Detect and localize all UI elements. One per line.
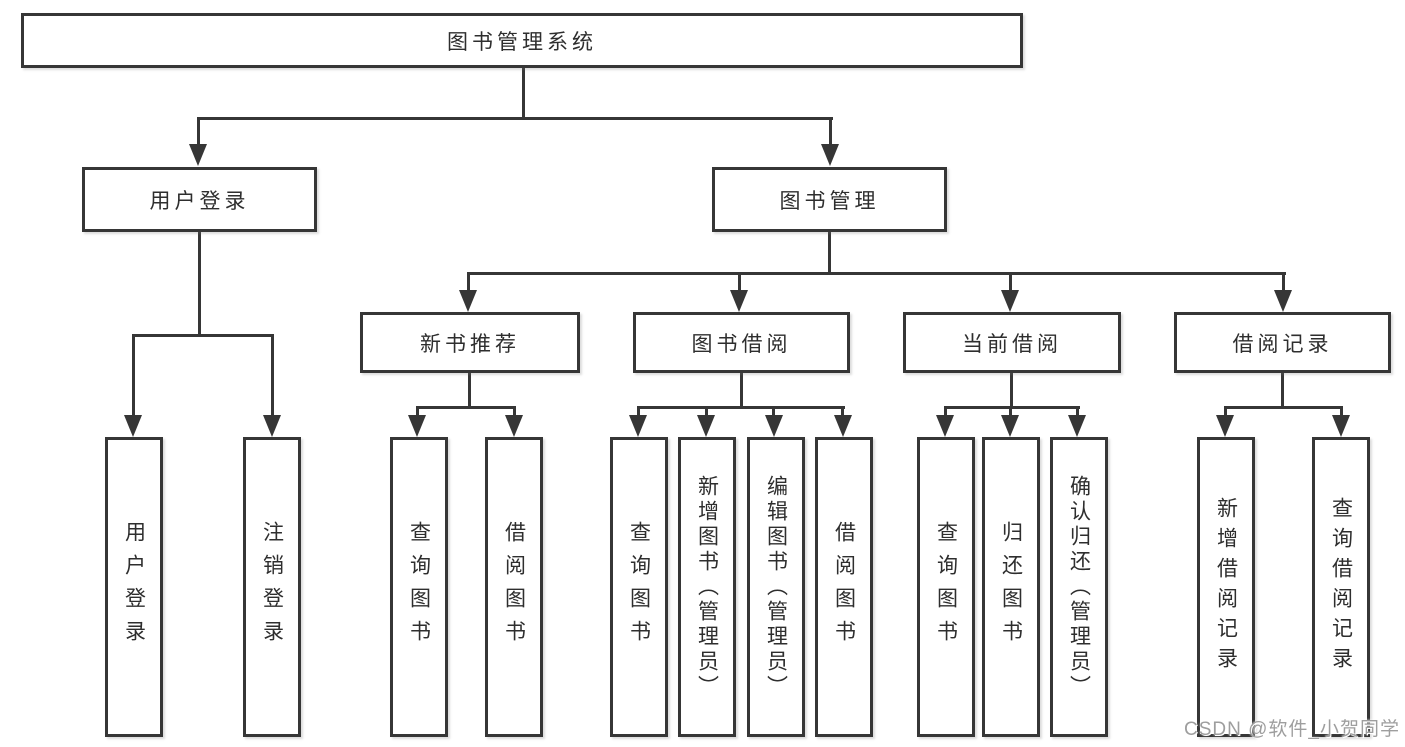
node-label: 用户登录 bbox=[149, 189, 250, 213]
connector-line bbox=[416, 406, 516, 409]
leaf-box-edit-books-admin: 编辑图书（管理员） bbox=[747, 437, 805, 737]
leaf-label: 新增借阅记录 bbox=[1214, 497, 1238, 677]
connector-line bbox=[416, 406, 419, 418]
connector-line bbox=[132, 334, 135, 416]
connector-line bbox=[467, 272, 1286, 275]
connector-line bbox=[637, 406, 640, 418]
arrowhead-down-icon bbox=[730, 290, 748, 312]
connector-line bbox=[198, 232, 201, 336]
connector-line bbox=[1010, 373, 1013, 409]
leaf-box-add-borrow-record: 新增借阅记录 bbox=[1197, 437, 1255, 737]
arrowhead-down-icon bbox=[1274, 290, 1292, 312]
connector-line bbox=[467, 272, 470, 292]
leaf-box-confirm-return-admin: 确认归还（管理员） bbox=[1050, 437, 1108, 737]
connector-line bbox=[740, 373, 743, 409]
leaf-label: 查询图书 bbox=[934, 521, 958, 653]
arrowhead-down-icon bbox=[936, 415, 954, 437]
node-label: 借阅记录 bbox=[1232, 332, 1333, 356]
leaf-label: 归还图书 bbox=[999, 521, 1023, 653]
connector-line bbox=[1224, 406, 1227, 418]
arrowhead-down-icon bbox=[1001, 290, 1019, 312]
connector-line bbox=[197, 117, 200, 145]
node-label: 新书推荐 bbox=[420, 332, 520, 356]
node-box-user-login: 用户登录 bbox=[82, 167, 317, 232]
connector-line bbox=[513, 406, 516, 418]
arrowhead-down-icon bbox=[1332, 415, 1350, 437]
watermark-text: CSDN @软件_小贺同学 bbox=[1184, 719, 1400, 740]
leaf-label: 编辑图书（管理员） bbox=[764, 474, 788, 700]
leaf-box-query-books: 查询图书 bbox=[610, 437, 668, 737]
leaf-label: 新增图书（管理员） bbox=[695, 474, 719, 700]
node-box-library-management-system: 图书管理系统 bbox=[21, 13, 1023, 68]
leaf-box-borrow-books: 借阅图书 bbox=[815, 437, 873, 737]
connector-line bbox=[841, 406, 844, 418]
leaf-label: 确认归还（管理员） bbox=[1067, 474, 1091, 700]
node-label: 图书借阅 bbox=[691, 332, 792, 356]
connector-line bbox=[738, 272, 741, 292]
connector-line bbox=[468, 373, 471, 409]
leaf-label: 查询图书 bbox=[407, 521, 431, 653]
leaf-box-return-books: 归还图书 bbox=[982, 437, 1040, 737]
connector-line bbox=[705, 406, 708, 418]
leaf-label: 用户登录 bbox=[122, 521, 146, 653]
connector-line bbox=[829, 117, 832, 145]
node-label: 图书管理系统 bbox=[447, 30, 597, 54]
arrowhead-down-icon bbox=[263, 415, 281, 437]
connector-line bbox=[1009, 406, 1012, 418]
connector-line bbox=[197, 117, 833, 120]
connector-line bbox=[1340, 406, 1343, 418]
node-box-book-borrowing: 图书借阅 bbox=[633, 312, 850, 373]
leaf-box-borrow-books: 借阅图书 bbox=[485, 437, 543, 737]
leaf-box-logout: 注销登录 bbox=[243, 437, 301, 737]
arrowhead-down-icon bbox=[505, 415, 523, 437]
connector-line bbox=[132, 334, 274, 337]
leaf-label: 借阅图书 bbox=[832, 521, 856, 653]
leaf-box-add-books-admin: 新增图书（管理员） bbox=[678, 437, 736, 737]
leaf-box-query-books: 查询图书 bbox=[917, 437, 975, 737]
arrowhead-down-icon bbox=[697, 415, 715, 437]
node-box-book-management: 图书管理 bbox=[712, 167, 947, 232]
connector-line bbox=[637, 406, 845, 409]
arrowhead-down-icon bbox=[821, 144, 839, 166]
node-box-borrowing-records: 借阅记录 bbox=[1174, 312, 1391, 373]
arrowhead-down-icon bbox=[124, 415, 142, 437]
node-label: 当前借阅 bbox=[962, 332, 1062, 356]
connector-line bbox=[1281, 373, 1284, 409]
arrowhead-down-icon bbox=[459, 290, 477, 312]
leaf-label: 查询图书 bbox=[627, 521, 651, 653]
connector-line bbox=[1282, 272, 1285, 292]
arrowhead-down-icon bbox=[408, 415, 426, 437]
arrowhead-down-icon bbox=[1001, 415, 1019, 437]
arrowhead-down-icon bbox=[189, 144, 207, 166]
leaf-label: 借阅图书 bbox=[502, 521, 526, 653]
leaf-box-query-books: 查询图书 bbox=[390, 437, 448, 737]
connector-line bbox=[828, 232, 831, 275]
connector-line bbox=[1224, 406, 1343, 409]
leaf-box-query-borrow-record: 查询借阅记录 bbox=[1312, 437, 1370, 737]
connector-line bbox=[1076, 406, 1079, 418]
leaf-label: 查询借阅记录 bbox=[1329, 497, 1353, 677]
leaf-box-user-login: 用户登录 bbox=[105, 437, 163, 737]
connector-line bbox=[1009, 272, 1012, 292]
connector-line bbox=[271, 334, 274, 416]
arrowhead-down-icon bbox=[629, 415, 647, 437]
node-label: 图书管理 bbox=[779, 189, 880, 213]
arrowhead-down-icon bbox=[765, 415, 783, 437]
node-box-new-book-recommend: 新书推荐 bbox=[360, 312, 580, 373]
leaf-label: 注销登录 bbox=[260, 521, 284, 653]
arrowhead-down-icon bbox=[1216, 415, 1234, 437]
connector-line bbox=[772, 406, 775, 418]
connector-line bbox=[944, 406, 947, 418]
arrowhead-down-icon bbox=[1068, 415, 1086, 437]
connector-line bbox=[944, 406, 1080, 409]
node-box-current-borrowing: 当前借阅 bbox=[903, 312, 1121, 373]
arrowhead-down-icon bbox=[834, 415, 852, 437]
connector-line bbox=[522, 68, 525, 120]
